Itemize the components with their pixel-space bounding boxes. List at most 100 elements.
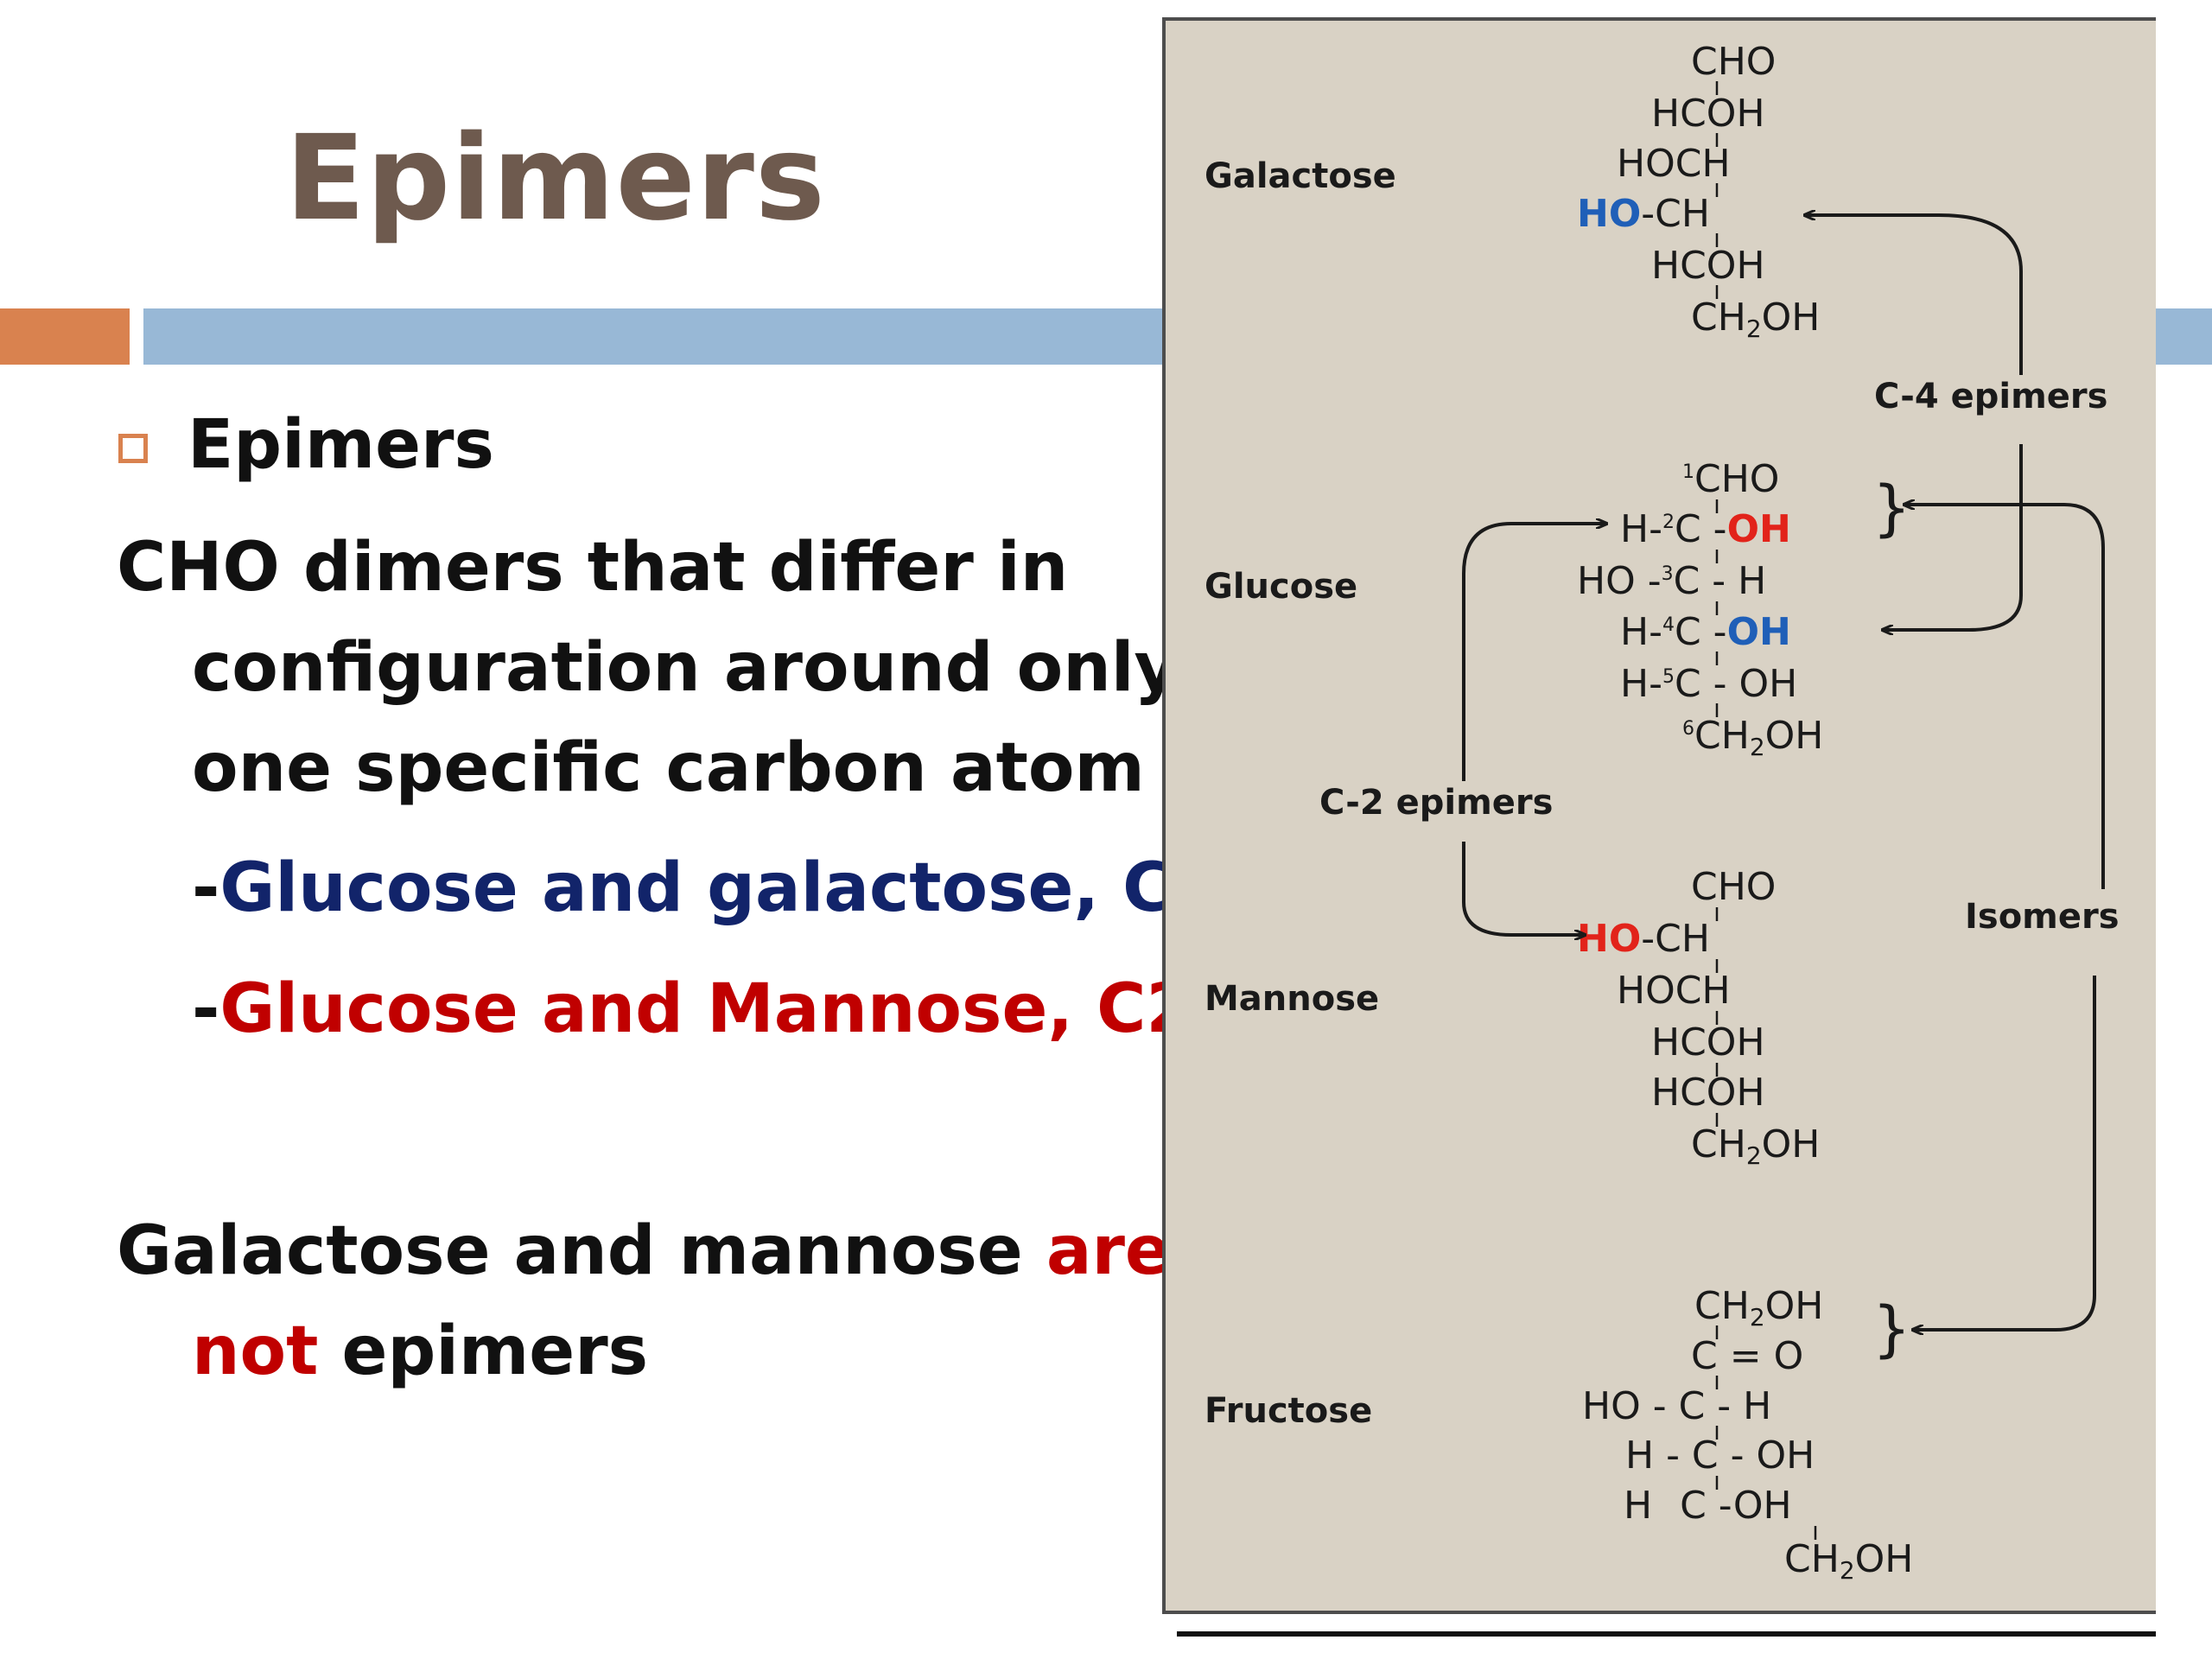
note-part-3: not — [192, 1313, 319, 1390]
glc-c3: 3 — [1662, 563, 1674, 585]
example2-text: Glucose and Mannose, C2 — [219, 970, 1193, 1048]
fru-oh1: OH — [1765, 1284, 1824, 1328]
glc-r3-rest: C - H — [1674, 559, 1767, 603]
glc-row-4: H-4C -OH — [1620, 610, 1791, 654]
figure-underline — [1177, 1631, 2156, 1637]
accent-bar-orange — [0, 308, 130, 365]
glc-row-1: 1CHO — [1682, 457, 1779, 501]
gal-row-2: HCOH — [1651, 92, 1765, 136]
definition-line-1: CHO dimers that differ in — [117, 529, 1069, 607]
gal-row-5: HCOH — [1651, 244, 1765, 288]
note-part-4: epimers — [318, 1313, 649, 1390]
label-glucose: Glucose — [1205, 567, 1357, 607]
glc-r3-pre: HO - — [1577, 559, 1662, 603]
glc-r4-pre: H- — [1620, 610, 1662, 654]
example1-text: Glucose and galactose, C4 — [219, 849, 1219, 927]
glc-row-3: HO -3C - H — [1577, 559, 1766, 603]
glc-ch: CH — [1694, 714, 1750, 758]
fru-h: H — [1624, 1484, 1652, 1528]
man-row-2: HO-CH — [1577, 917, 1710, 961]
fru-sub1: 2 — [1750, 1303, 1765, 1332]
galactose-structure: CHO HCOH HOCH HO-CH HCOH CH2OH — [1577, 40, 1820, 343]
example1-dash: - — [192, 849, 220, 927]
glc-row-2: H-2C -OH — [1620, 507, 1791, 551]
note-part-1: Galactose and mannose — [117, 1212, 1046, 1290]
note-part-2: are — [1046, 1212, 1171, 1290]
glc-c2-oh: OH — [1727, 507, 1791, 551]
example-glucose-mannose: -Glucose and Mannose, C2 — [192, 970, 1193, 1048]
example2-dash: - — [192, 970, 220, 1048]
glc-c4-oh: OH — [1727, 610, 1791, 654]
fru-row-4: H - C - OH — [1625, 1433, 1815, 1478]
gal-row-3: HOCH — [1617, 142, 1731, 186]
glc-r5-rest: C - OH — [1675, 662, 1797, 706]
label-isomers: Isomers — [1965, 897, 2120, 937]
bullet-row: Epimers — [118, 406, 494, 484]
man-ch: CH — [1691, 1122, 1746, 1166]
fru-brace: } — [1872, 1294, 1911, 1364]
c2-epimers-arrow — [1462, 524, 1606, 935]
square-bullet-icon — [118, 434, 148, 463]
definition-line-3: one specific carbon atom — [192, 729, 1145, 807]
man-row-3: HOCH — [1617, 969, 1731, 1013]
man-row-4: HCOH — [1651, 1020, 1765, 1065]
glc-c2: 2 — [1662, 512, 1675, 533]
fru-sub2: 2 — [1840, 1556, 1855, 1585]
epimer-figure: Galactose Glucose Mannose Fructose CHO H… — [1162, 17, 2156, 1614]
glucose-structure: 1CHO H-2C -OH HO -3C - H H-4C -OH H-5C -… — [1577, 457, 1911, 761]
glc-cho: CHO — [1694, 457, 1779, 501]
definition-line-2: configuration around only — [192, 629, 1179, 707]
glc-c6: 6 — [1682, 718, 1694, 740]
slide-title: Epimers — [285, 111, 826, 247]
fru-row-2: C = O — [1691, 1334, 1803, 1378]
man-row-5: HCOH — [1651, 1071, 1765, 1115]
glc-r4-mid: C - — [1675, 610, 1727, 654]
glc-sub: 2 — [1750, 733, 1765, 761]
label-galactose: Galactose — [1205, 156, 1396, 196]
fru-row-3: HO - C - H — [1582, 1384, 1771, 1428]
fru-oh2: OH — [1855, 1537, 1914, 1581]
fru-row-6: CH2OH — [1784, 1537, 1913, 1585]
man-sub: 2 — [1746, 1141, 1762, 1170]
glc-c1: 1 — [1682, 461, 1694, 483]
glc-r2-mid: C - — [1675, 507, 1727, 551]
mannose-structure: CHO HO-CH HOCH HCOH HCOH CH2OH — [1577, 865, 1820, 1170]
glc-brace-top: } — [1872, 473, 1911, 543]
man-highlight: HO — [1577, 917, 1641, 961]
fru-row-5: H C -OH — [1624, 1484, 1792, 1528]
label-fructose: Fructose — [1205, 1391, 1372, 1431]
bond-lines — [1715, 81, 1817, 1540]
fru-ch2: CH — [1784, 1537, 1840, 1581]
glc-row-5: H-5C - OH — [1620, 662, 1797, 706]
isomers-arrow — [1904, 505, 2105, 1330]
glc-c4: 4 — [1662, 614, 1675, 636]
glc-r2-pre: H- — [1620, 507, 1662, 551]
man-row-6: CH2OH — [1691, 1122, 1820, 1170]
gal-highlight: HO — [1577, 192, 1641, 236]
label-c2-epimers: C-2 epimers — [1319, 783, 1553, 823]
gal-row-1: CHO — [1691, 40, 1776, 84]
man-row-2-rest: -CH — [1641, 917, 1710, 961]
c4-epimers-arrow — [1805, 215, 2023, 630]
gal-row-4-rest: -CH — [1641, 192, 1710, 236]
man-row-1: CHO — [1691, 865, 1776, 909]
glc-r5-pre: H- — [1620, 662, 1662, 706]
fru-r5-rest: C -OH — [1680, 1484, 1792, 1528]
glc-oh: OH — [1765, 714, 1824, 758]
glc-c5: 5 — [1662, 666, 1675, 688]
gal-row-6: CH2OH — [1691, 296, 1820, 343]
gal-row-4: HO-CH — [1577, 192, 1710, 236]
fru-row-1: CH2OH — [1694, 1284, 1823, 1332]
glc-row-6: 6CH2OH — [1682, 714, 1823, 761]
epimer-diagram: Galactose Glucose Mannose Fructose CHO H… — [1205, 40, 2120, 1585]
note-line-1: Galactose and mannose are — [117, 1212, 1171, 1290]
gal-oh: OH — [1762, 296, 1821, 340]
gal-sub: 2 — [1746, 315, 1762, 343]
example-glucose-galactose: -Glucose and galactose, C4 — [192, 849, 1219, 927]
fru-ch: CH — [1694, 1284, 1750, 1328]
man-oh: OH — [1762, 1122, 1821, 1166]
bullet-text: Epimers — [188, 406, 494, 484]
note-line-2: not epimers — [192, 1313, 648, 1390]
label-c4-epimers: C-4 epimers — [1874, 377, 2107, 416]
